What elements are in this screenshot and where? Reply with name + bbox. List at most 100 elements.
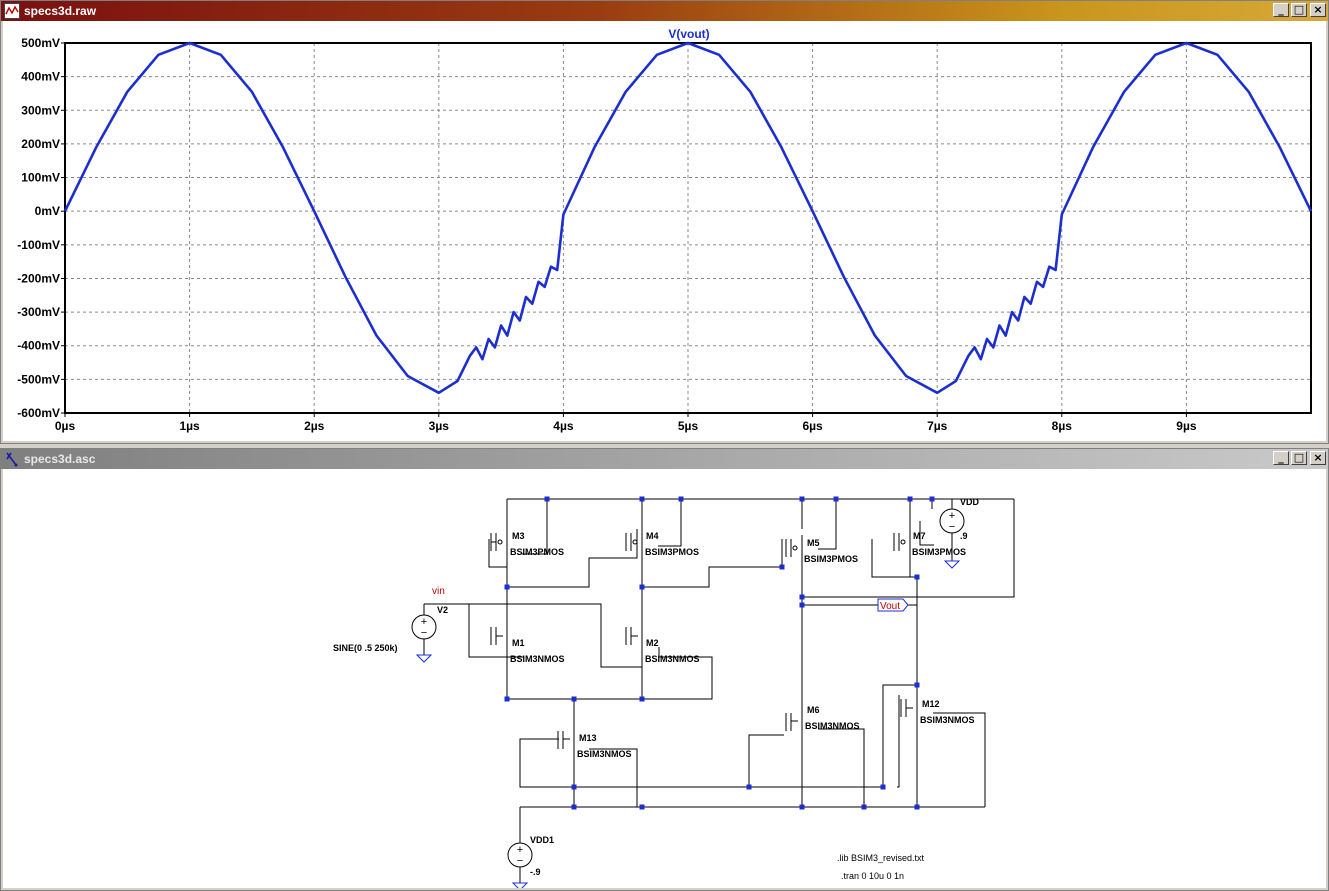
x-tick-label: 0µs xyxy=(55,419,76,433)
voltage-source-VDD1[interactable]: + − xyxy=(507,842,533,888)
schematic-window-title: specs3d.asc xyxy=(24,452,96,466)
m6-name: M6 xyxy=(807,705,820,715)
vdd-value: .9 xyxy=(960,531,968,541)
svg-text:−: − xyxy=(949,521,955,533)
plot-grid xyxy=(64,42,1311,414)
m13-name: M13 xyxy=(579,733,597,743)
waveform-titlebar[interactable]: specs3d.raw _ □ × xyxy=(1,1,1328,21)
svg-text:−: − xyxy=(421,627,427,639)
transistor-M13[interactable] xyxy=(557,727,575,749)
junction-dot xyxy=(639,696,645,702)
transistor-M3[interactable] xyxy=(490,529,508,551)
junction-dot xyxy=(799,594,805,600)
v2-value: SINE(0 .5 250k) xyxy=(333,643,398,653)
tran-directive[interactable]: .tran 0 10u 0 1n xyxy=(841,871,904,881)
junction-dot xyxy=(639,804,645,810)
svg-text:−: − xyxy=(517,855,523,867)
maximize-button[interactable]: □ xyxy=(1291,451,1307,465)
voltage-source-V2[interactable]: + − xyxy=(411,614,437,663)
junction-dot xyxy=(799,602,805,608)
y-tick-label: 400mV xyxy=(21,70,60,84)
transistor-M5[interactable] xyxy=(785,535,803,557)
junction-dot xyxy=(907,496,913,502)
voltage-source-VDD[interactable]: + − xyxy=(939,499,965,569)
close-button[interactable]: × xyxy=(1310,451,1326,465)
junction-dot xyxy=(678,496,684,502)
schematic-titlebar[interactable]: specs3d.asc _ □ × xyxy=(1,449,1328,469)
y-tick-label: -300mV xyxy=(17,305,60,319)
x-tick-label: 5µs xyxy=(678,419,699,433)
svg-text:+: + xyxy=(517,844,523,856)
waveform-window-title: specs3d.raw xyxy=(24,4,97,18)
y-tick-label: -100mV xyxy=(17,238,60,252)
minimize-button[interactable]: _ xyxy=(1273,451,1289,465)
plot-pane[interactable]: 500mV 400mV 300mV 200mV 100mV 0mV -100mV -200mV… xyxy=(3,21,1326,441)
schematic-window: specs3d.asc _ □ × xyxy=(0,448,1329,891)
junction-dot xyxy=(914,574,920,580)
y-tick-label: -200mV xyxy=(17,271,60,285)
x-tick-label: 4µs xyxy=(553,419,574,433)
minimize-button[interactable]: _ xyxy=(1273,3,1289,17)
transistor-M6[interactable] xyxy=(785,709,803,731)
junction-dot xyxy=(571,804,577,810)
svg-text:+: + xyxy=(421,616,427,628)
m4-name: M4 xyxy=(646,531,659,541)
vout-port-flag[interactable]: Vout xyxy=(877,598,909,612)
x-tick-label: 1µs xyxy=(179,419,200,433)
m7-name: M7 xyxy=(913,531,926,541)
v2-name: V2 xyxy=(437,605,448,615)
close-button[interactable]: × xyxy=(1310,3,1326,17)
m2-model: BSIM3NMOS xyxy=(645,654,700,664)
y-tick-label: -600mV xyxy=(17,406,60,420)
y-tick-label: 500mV xyxy=(21,36,60,50)
svg-text:+: + xyxy=(949,510,955,522)
junction-dot xyxy=(571,696,577,702)
y-axis[interactable]: 500mV 400mV 300mV 200mV 100mV 0mV -100mV -200mV… xyxy=(17,36,65,420)
plot-area[interactable]: 500mV 400mV 300mV 200mV 100mV 0mV -100mV -200mV… xyxy=(3,21,1326,441)
transistor-M7[interactable] xyxy=(893,529,911,551)
wires xyxy=(423,498,1015,843)
junction-dot xyxy=(746,784,752,790)
m7-model: BSIM3PMOS xyxy=(912,547,966,557)
y-tick-label: 0mV xyxy=(35,204,60,218)
x-tick-label: 6µs xyxy=(802,419,823,433)
waveform-window: specs3d.raw _ □ × 500mV 400mV 300mV 200mV 10… xyxy=(0,0,1329,444)
junction-dot xyxy=(880,784,886,790)
junction-dot xyxy=(929,496,935,502)
y-tick-label: 100mV xyxy=(21,171,60,185)
junction-dot xyxy=(799,804,805,810)
waveform-file-icon xyxy=(4,3,20,19)
junction-dot xyxy=(833,496,839,502)
schematic-canvas[interactable]: + − + − + − xyxy=(3,469,1326,888)
m3-model: BSIM3PMOS xyxy=(510,547,564,557)
vout-label: Vout xyxy=(880,601,900,612)
transistor-M1[interactable] xyxy=(490,623,508,649)
m4-model: BSIM3PMOS xyxy=(645,547,699,557)
vdd1-value: -.9 xyxy=(530,867,541,877)
transistor-M4[interactable] xyxy=(625,529,643,551)
maximize-button[interactable]: □ xyxy=(1291,3,1307,17)
junction-dot xyxy=(571,784,577,790)
junction-dot xyxy=(504,584,510,590)
vdd-name: VDD xyxy=(960,497,980,507)
vin-net-label: vin xyxy=(432,586,445,597)
trace-label-vout[interactable]: V(vout) xyxy=(668,27,709,41)
transistor-M2[interactable] xyxy=(625,623,643,649)
trace-vout[interactable] xyxy=(63,41,1313,395)
schematic-drawing[interactable]: + − + − + − xyxy=(3,469,1326,888)
m1-model: BSIM3NMOS xyxy=(510,654,565,664)
y-tick-label: 200mV xyxy=(21,137,60,151)
lib-directive[interactable]: .lib BSIM3_revised.txt xyxy=(837,853,925,863)
schematic-file-icon xyxy=(6,452,18,467)
y-tick-label: 300mV xyxy=(21,103,60,117)
m2-name: M2 xyxy=(646,638,659,648)
junction-dot xyxy=(639,584,645,590)
junction-dot xyxy=(639,496,645,502)
m12-name: M12 xyxy=(922,699,940,709)
junction-dot xyxy=(914,804,920,810)
transistor-M12[interactable] xyxy=(900,695,918,719)
x-tick-label: 7µs xyxy=(927,419,948,433)
x-tick-label: 9µs xyxy=(1176,419,1197,433)
junction-dot xyxy=(914,682,920,688)
